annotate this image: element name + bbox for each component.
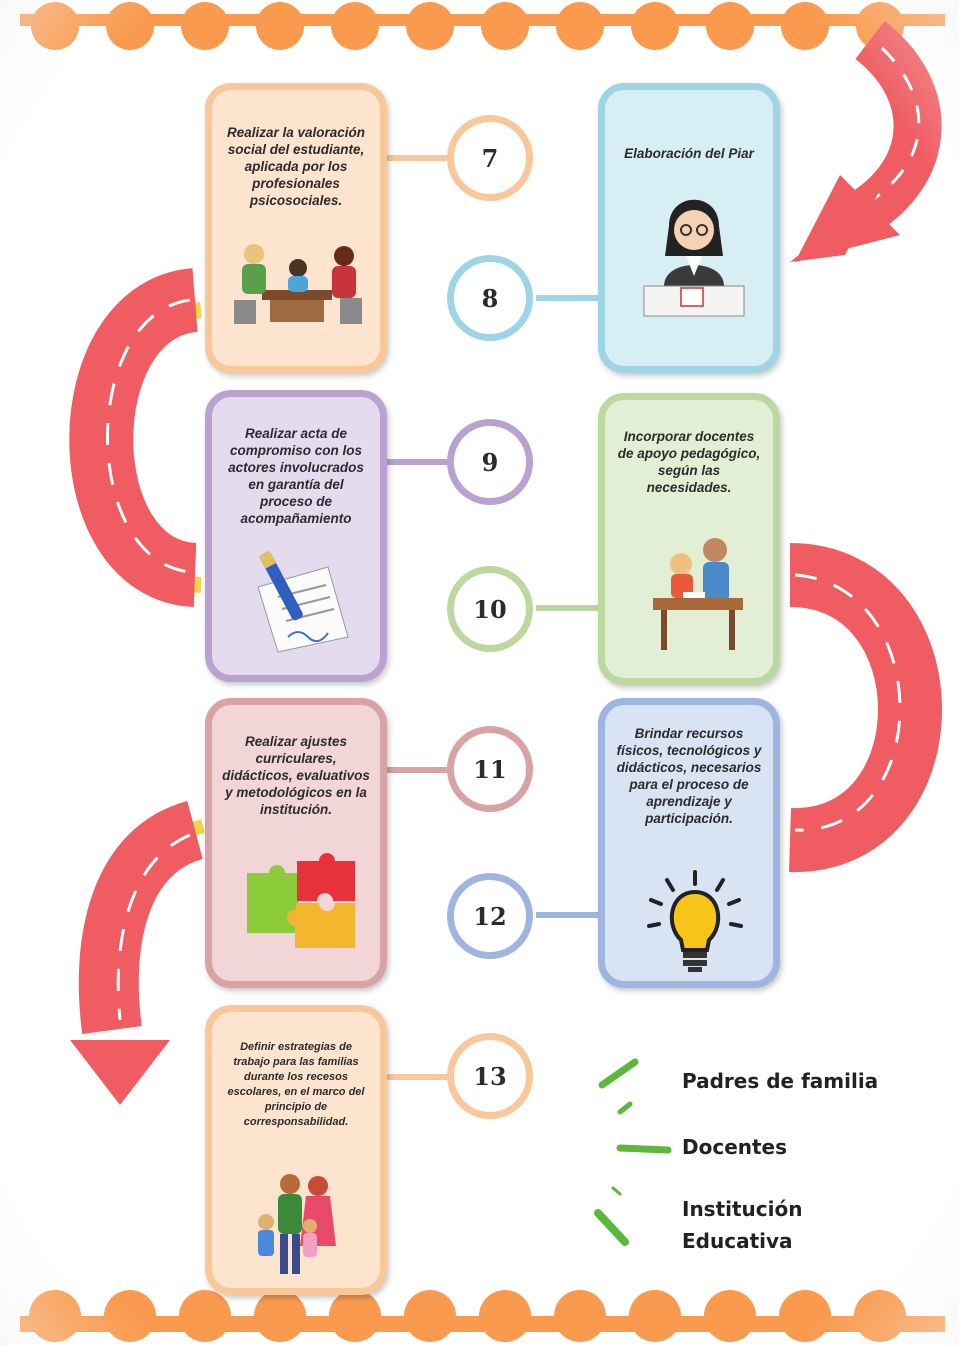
step-card-10: Incorporar docentes de apoyo pedagógico,… xyxy=(598,393,780,685)
step-card-12: Brindar recursos físicos, tecnológicos y… xyxy=(598,698,780,988)
step-text-12: Brindar recursos físicos, tecnológicos y… xyxy=(616,726,762,826)
step-number-11: 11 xyxy=(447,726,533,812)
legend-item-institucion: Institución Educativa xyxy=(682,1197,803,1253)
step-card-13: Definir estrategias de trabajo para las … xyxy=(205,1005,387,1295)
step-text-13: Definir estrategias de trabajo para las … xyxy=(227,1041,365,1128)
lightbulb-illustration-icon xyxy=(647,870,743,972)
meeting-illustration-icon xyxy=(234,244,362,324)
step-number-8: 8 xyxy=(447,255,533,341)
step-text-10: Incorporar docentes de apoyo pedagógico,… xyxy=(617,429,761,495)
step-text-11: Realizar ajustes curriculares, didáctico… xyxy=(222,734,370,817)
teacher-desk-illustration-icon xyxy=(643,199,745,317)
step-card-8: Elaboración del Piar xyxy=(598,83,780,373)
tutoring-illustration-icon xyxy=(653,538,743,650)
step-card-7: Realizar la valoración social del estudi… xyxy=(205,83,387,373)
step-card-11: Realizar ajustes curriculares, didáctico… xyxy=(205,698,387,988)
step-number-10: 10 xyxy=(447,566,533,652)
step-card-9: Realizar acta de compromiso con los acto… xyxy=(205,390,387,682)
family-illustration-icon xyxy=(258,1174,336,1274)
step-text-7: Realizar la valoración social del estudi… xyxy=(226,125,366,208)
step-number-13: 13 xyxy=(447,1033,533,1119)
document-pen-illustration-icon xyxy=(257,550,349,653)
legend-item-docentes: Docentes xyxy=(682,1135,788,1159)
puzzle-illustration-icon xyxy=(247,853,355,948)
step-text-8: Elaboración del Piar xyxy=(624,146,754,161)
legend-item-padres: Padres de familia xyxy=(682,1069,879,1093)
step-number-7: 7 xyxy=(447,115,533,201)
step-text-9: Realizar acta de compromiso con los acto… xyxy=(228,426,364,526)
step-number-12: 12 xyxy=(447,873,533,959)
step-number-9: 9 xyxy=(447,419,533,505)
